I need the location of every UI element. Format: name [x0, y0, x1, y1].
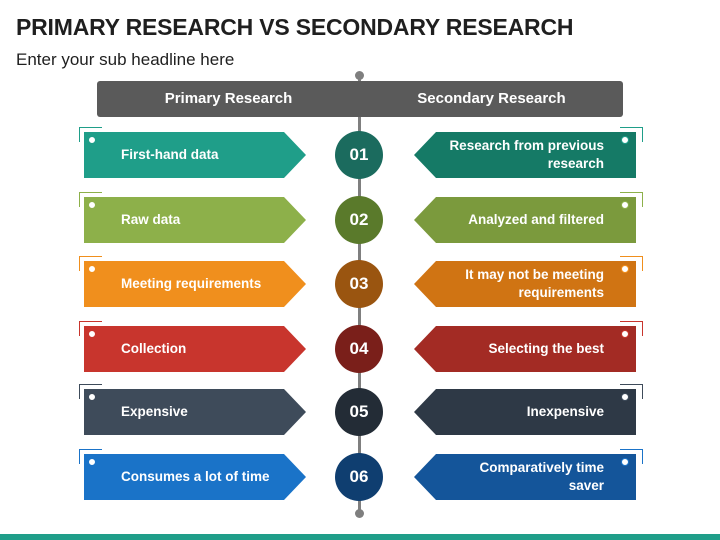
- secondary-arrow-card: Analyzed and filtered: [414, 197, 636, 243]
- secondary-item-label: Research from previous research: [449, 138, 604, 171]
- right-connector-bracket: [620, 384, 643, 399]
- secondary-item-label: It may not be meeting requirements: [465, 267, 604, 300]
- left-connector-dot: [88, 136, 96, 144]
- bottom-accent-strip: [0, 534, 720, 540]
- header-primary-research: Primary Research: [164, 90, 293, 107]
- left-connector-bracket: [79, 127, 102, 142]
- sub-headline: Enter your sub headline here: [16, 50, 235, 69]
- secondary-item-label: Comparatively time saver: [479, 460, 604, 493]
- right-connector-dot: [621, 393, 629, 401]
- row-number-badge: 02: [335, 196, 383, 244]
- secondary-item-label: Selecting the best: [488, 341, 604, 356]
- comparison-row: Expensive 05 Inexpensive: [0, 382, 720, 442]
- right-connector-dot: [621, 265, 629, 273]
- comparison-row: Meeting requirements 03 It may not be me…: [0, 254, 720, 314]
- primary-arrow-card: Meeting requirements: [84, 261, 306, 307]
- primary-item-label: Meeting requirements: [121, 276, 262, 291]
- primary-item-label: First-hand data: [121, 147, 219, 162]
- column-header-bar: Primary Research Secondary Research: [97, 81, 623, 117]
- secondary-item-label: Analyzed and filtered: [468, 212, 604, 227]
- primary-arrow-card: Collection: [84, 326, 306, 372]
- timeline-top-cap: [355, 71, 364, 80]
- right-connector-bracket: [620, 321, 643, 336]
- right-connector-bracket: [620, 256, 643, 271]
- right-connector-bracket: [620, 192, 643, 207]
- header-secondary-research: Secondary Research: [417, 90, 566, 107]
- left-connector-bracket: [79, 449, 102, 464]
- right-connector-bracket: [620, 449, 643, 464]
- left-connector-dot: [88, 330, 96, 338]
- secondary-arrow-card: Comparatively time saver: [414, 454, 636, 500]
- primary-arrow-card: Consumes a lot of time: [84, 454, 306, 500]
- primary-arrow-card: Raw data: [84, 197, 306, 243]
- primary-arrow-card: Expensive: [84, 389, 306, 435]
- secondary-arrow-card: Research from previous research: [414, 132, 636, 178]
- primary-item-label: Expensive: [121, 404, 188, 419]
- comparison-row: Consumes a lot of time 06 Comparatively …: [0, 447, 720, 507]
- comparison-row: First-hand data 01 Research from previou…: [0, 125, 720, 185]
- left-connector-bracket: [79, 192, 102, 207]
- right-connector-dot: [621, 458, 629, 466]
- row-number-badge: 06: [335, 453, 383, 501]
- left-connector-bracket: [79, 384, 102, 399]
- secondary-arrow-card: It may not be meeting requirements: [414, 261, 636, 307]
- primary-item-label: Collection: [121, 341, 187, 356]
- page-title: PRIMARY RESEARCH VS SECONDARY RESEARCH: [16, 14, 574, 40]
- row-number-badge: 04: [335, 325, 383, 373]
- comparison-row: Raw data 02 Analyzed and filtered: [0, 190, 720, 250]
- comparison-row: Collection 04 Selecting the best: [0, 319, 720, 379]
- left-connector-bracket: [79, 321, 102, 336]
- timeline-bottom-cap: [355, 509, 364, 518]
- right-connector-dot: [621, 330, 629, 338]
- row-number-badge: 05: [335, 388, 383, 436]
- right-connector-dot: [621, 201, 629, 209]
- secondary-item-label: Inexpensive: [526, 404, 604, 419]
- left-connector-dot: [88, 458, 96, 466]
- left-connector-bracket: [79, 256, 102, 271]
- row-number-badge: 03: [335, 260, 383, 308]
- secondary-arrow-card: Inexpensive: [414, 389, 636, 435]
- left-connector-dot: [88, 265, 96, 273]
- primary-item-label: Consumes a lot of time: [121, 469, 270, 484]
- left-connector-dot: [88, 201, 96, 209]
- right-connector-bracket: [620, 127, 643, 142]
- right-connector-dot: [621, 136, 629, 144]
- row-number-badge: 01: [335, 131, 383, 179]
- primary-arrow-card: First-hand data: [84, 132, 306, 178]
- secondary-arrow-card: Selecting the best: [414, 326, 636, 372]
- primary-item-label: Raw data: [121, 212, 181, 227]
- left-connector-dot: [88, 393, 96, 401]
